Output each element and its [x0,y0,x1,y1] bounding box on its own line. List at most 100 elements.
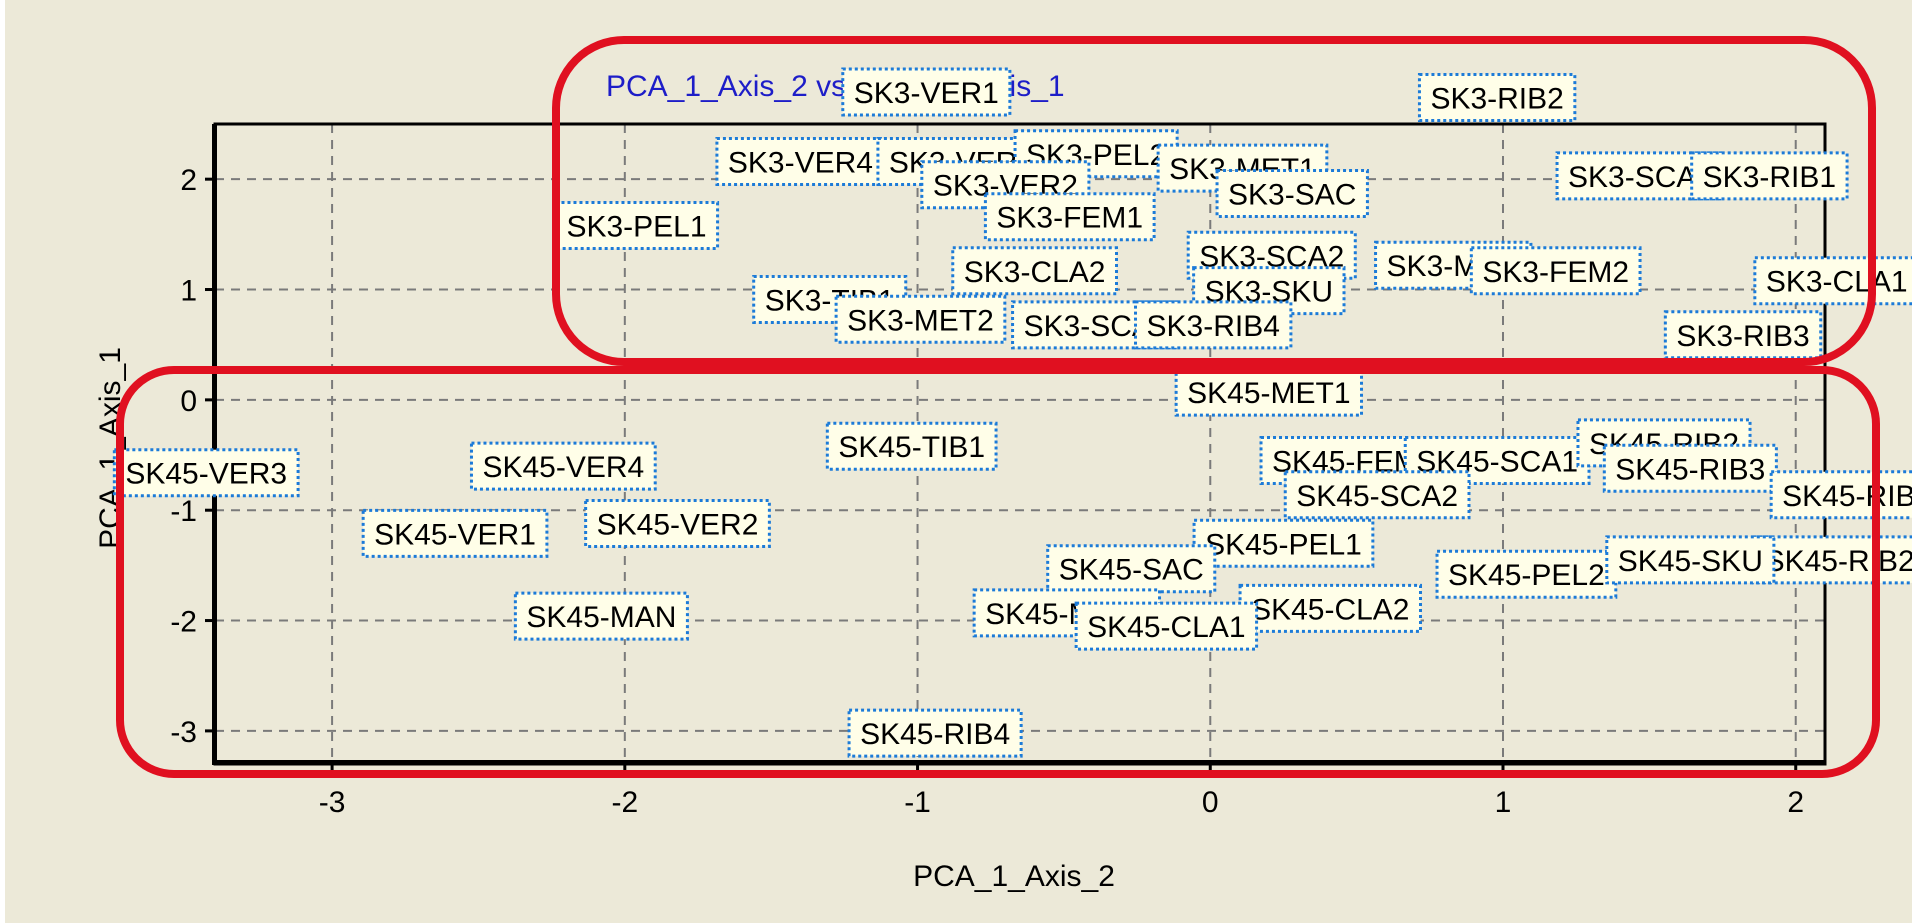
data-points: SK3-VER1SK3-RIB2SK3-VER4SK3-VER3SK3-PEL2… [112,67,1912,758]
data-point: SK45-VER1 [361,508,549,558]
data-point-label-box [1238,583,1423,633]
data-point-label-box [1605,535,1776,585]
data-point-label: SK45-SAC [1059,554,1204,587]
data-point: SK45-TIB1 [825,421,998,471]
sk3-group-box [552,36,1876,366]
window-edge [0,0,5,923]
data-point-label-box [983,192,1156,242]
x-axis-label: PCA_1_Axis_2 [913,860,1115,893]
data-point-label-box [112,448,300,498]
data-point-label: SK3-RIB2 [1430,83,1563,116]
data-point: SK3-VER1 [841,67,1012,117]
data-point: SK45-PEL2 [1435,549,1618,599]
data-point-label: SK45-RIB3 [1615,453,1765,486]
data-point-label: SK45-SCA2 [1296,480,1458,513]
data-point-label: SK3-FEM2 [1482,256,1629,289]
data-point: SK45-CLA1 [1074,601,1259,651]
y-tick-label: -1 [170,495,197,528]
data-point-label-box [1602,443,1778,493]
data-point: SK3-MET2 [834,294,1007,344]
data-point-label-box [361,508,549,558]
data-point: SK3-FEM2 [1469,246,1642,296]
data-point-label-box [553,201,720,251]
data-point: SK3-SAC [1215,169,1369,219]
data-point-label: SK45-VER3 [125,458,287,491]
y-tick-label: -2 [170,606,197,639]
data-point-label: SK3-SAC [1228,179,1356,212]
data-point-label: SK3-PEL1 [566,211,706,244]
data-point-label: SK45-CLA1 [1087,611,1245,644]
data-point-label-box [1046,544,1217,594]
data-point-label-box [847,708,1023,758]
data-point: SK45-VER3 [112,448,300,498]
data-point-label: SK45-MET1 [1187,377,1350,410]
data-point-label-box [1690,151,1849,201]
data-point: SK3-PEL2 [1013,129,1179,179]
data-point-label-box [1417,73,1577,123]
data-point: SK45-VER4 [469,441,657,491]
data-point-label: SK3-RIB3 [1676,320,1809,353]
data-point-label: SK45-VER4 [482,451,644,484]
data-point-label-box [825,421,998,471]
data-point: SK45-SKU [1605,535,1776,585]
data-point-label: SK45-PEL1 [1205,528,1362,561]
data-point: SK3-RIB4 [1134,300,1293,350]
y-tick-label: 0 [180,385,197,418]
data-point: SK3-CLA2 [951,246,1119,296]
data-point-label-box [715,137,886,187]
y-tick-label: -3 [170,716,197,749]
y-tick-label: 1 [180,275,197,308]
data-point-label: SK3-RIB4 [1147,310,1280,343]
data-point-label: SK45-TIB1 [838,431,985,464]
data-point-label-box [1663,310,1823,360]
data-point: SK3-RIB3 [1663,310,1823,360]
data-point: SK45-SAC [1046,544,1217,594]
x-tick-label: -2 [611,786,638,819]
data-point-label: SK3-VER1 [854,77,999,110]
data-point: SK3-VER4 [715,137,886,187]
data-point-label: SK45-VER1 [374,518,536,551]
data-point-label: SK45-SKU [1618,545,1763,578]
plot-frame-shadow-bottom [212,760,1825,765]
data-point-label-box [513,591,689,641]
data-point: SK3-RIB1 [1690,151,1849,201]
data-point-label: SK45-PEL2 [1448,559,1605,592]
data-point: SK45-PEL1 [1192,518,1375,568]
data-point: SK3-FEM1 [983,192,1156,242]
data-point: SK45-MET1 [1174,367,1364,417]
data-point: SK45-VER2 [584,498,771,548]
plot-frame-shadow-left [212,124,217,764]
group-boxes [116,36,1880,778]
data-point-label-box [951,246,1119,296]
data-point-label-box [1435,549,1618,599]
data-point-label-box [1769,470,1912,520]
data-point: SK3-RIB2 [1417,73,1577,123]
data-point-label-box [1134,300,1293,350]
data-point-label-box [1074,601,1259,651]
data-point-label: SK45-RIB2 [1765,545,1912,578]
data-point-label: SK3-RIB1 [1703,161,1836,194]
data-point: SK45-RIB3 [1602,443,1778,493]
data-point: SK45-RIB1 [1769,470,1912,520]
data-point-label: SK45-VER2 [597,508,759,541]
data-point-label-box [1753,256,1912,306]
data-point-label: SK45-RIB1 [1782,480,1912,513]
data-point-label-box [1192,518,1375,568]
data-point-label: SK3-SCA1 [1568,161,1713,194]
data-point: SK45-RIB4 [847,708,1023,758]
x-tick-label: 2 [1787,786,1804,819]
data-point-label: SK3-FEM1 [996,202,1143,235]
data-point-label-box [1469,246,1642,296]
data-point-label-box [469,441,657,491]
data-point-label-box [841,67,1012,117]
data-point: SK45-MAN [513,591,689,641]
data-point-label: SK3-VER4 [728,147,873,180]
data-point: SK3-PEL1 [553,201,720,251]
data-point-label: SK45-CLA2 [1251,593,1409,626]
data-point-label-box [1283,470,1471,520]
x-tick-label: 0 [1202,786,1219,819]
data-point: SK45-SCA2 [1283,470,1471,520]
x-tick-label: -3 [319,786,346,819]
